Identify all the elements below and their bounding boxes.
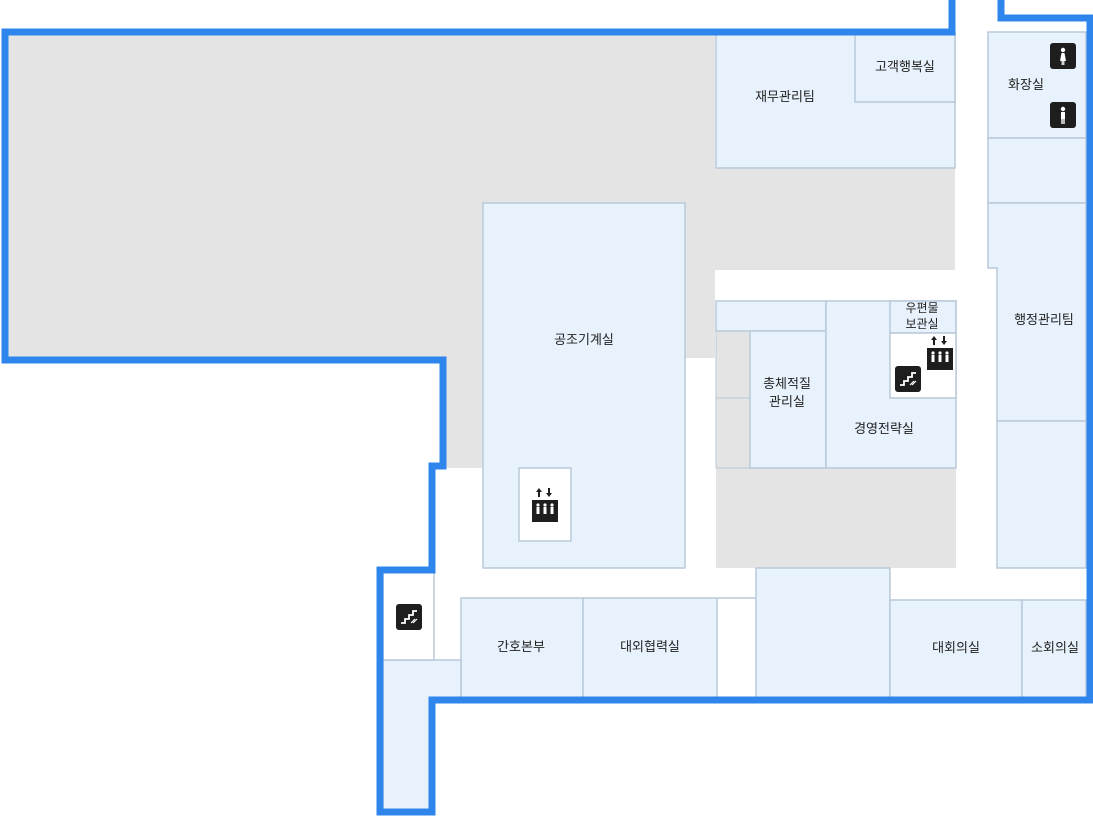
elevator-icon	[531, 486, 559, 524]
elevator-icon	[926, 334, 954, 372]
label-quality-mgmt: 총체적질 관리실	[763, 376, 811, 412]
label-admin-team: 행정관리팀	[1014, 313, 1074, 328]
stairs-icon	[895, 366, 921, 392]
label-management-strategy: 경영전략실	[854, 422, 914, 437]
label-mail-room-line1: 우편물	[905, 301, 939, 315]
label-customer-happiness: 고객행복실	[875, 60, 935, 75]
room-top-strip	[715, 300, 827, 332]
grey-area-center	[716, 468, 956, 568]
label-external-coop: 대외협력실	[620, 640, 680, 655]
room-mail[interactable]	[889, 300, 957, 334]
male-restroom-icon	[1050, 102, 1076, 128]
label-restroom: 화장실	[1008, 78, 1044, 93]
label-mail-room: 우편물 보관실	[905, 300, 938, 332]
room-center-bottom	[755, 567, 891, 699]
room-small-meeting[interactable]	[1021, 599, 1087, 699]
room-restroom-lower	[987, 137, 1087, 204]
label-air-conditioning: 공조기계실	[554, 333, 614, 348]
label-quality-mgmt-line1: 총체적질	[763, 377, 811, 392]
grey-area-lower	[445, 200, 485, 468]
room-external-coop[interactable]	[582, 597, 718, 699]
stairs-icon	[396, 604, 422, 630]
room-customer-happiness[interactable]	[854, 31, 956, 103]
room-air-conditioning[interactable]	[482, 202, 686, 569]
room-quality-mgmt[interactable]	[749, 330, 827, 469]
grey-area-small2	[715, 397, 751, 469]
label-mail-room-line2: 보관실	[905, 317, 939, 331]
label-small-meeting: 소회의실	[1031, 641, 1079, 656]
room-admin-lower	[996, 420, 1087, 569]
grey-area-right	[685, 168, 955, 270]
room-large-meeting[interactable]	[889, 599, 1023, 699]
female-restroom-icon	[1050, 43, 1076, 69]
grey-area-small1	[715, 330, 751, 399]
corridor-south-wing	[382, 659, 462, 811]
label-large-meeting: 대회의실	[932, 641, 980, 656]
label-finance-team: 재무관리팀	[755, 90, 815, 105]
room-nursing-hq[interactable]	[460, 597, 584, 699]
label-quality-mgmt-line2: 관리실	[769, 395, 805, 410]
label-nursing-hq: 간호본부	[497, 640, 545, 655]
